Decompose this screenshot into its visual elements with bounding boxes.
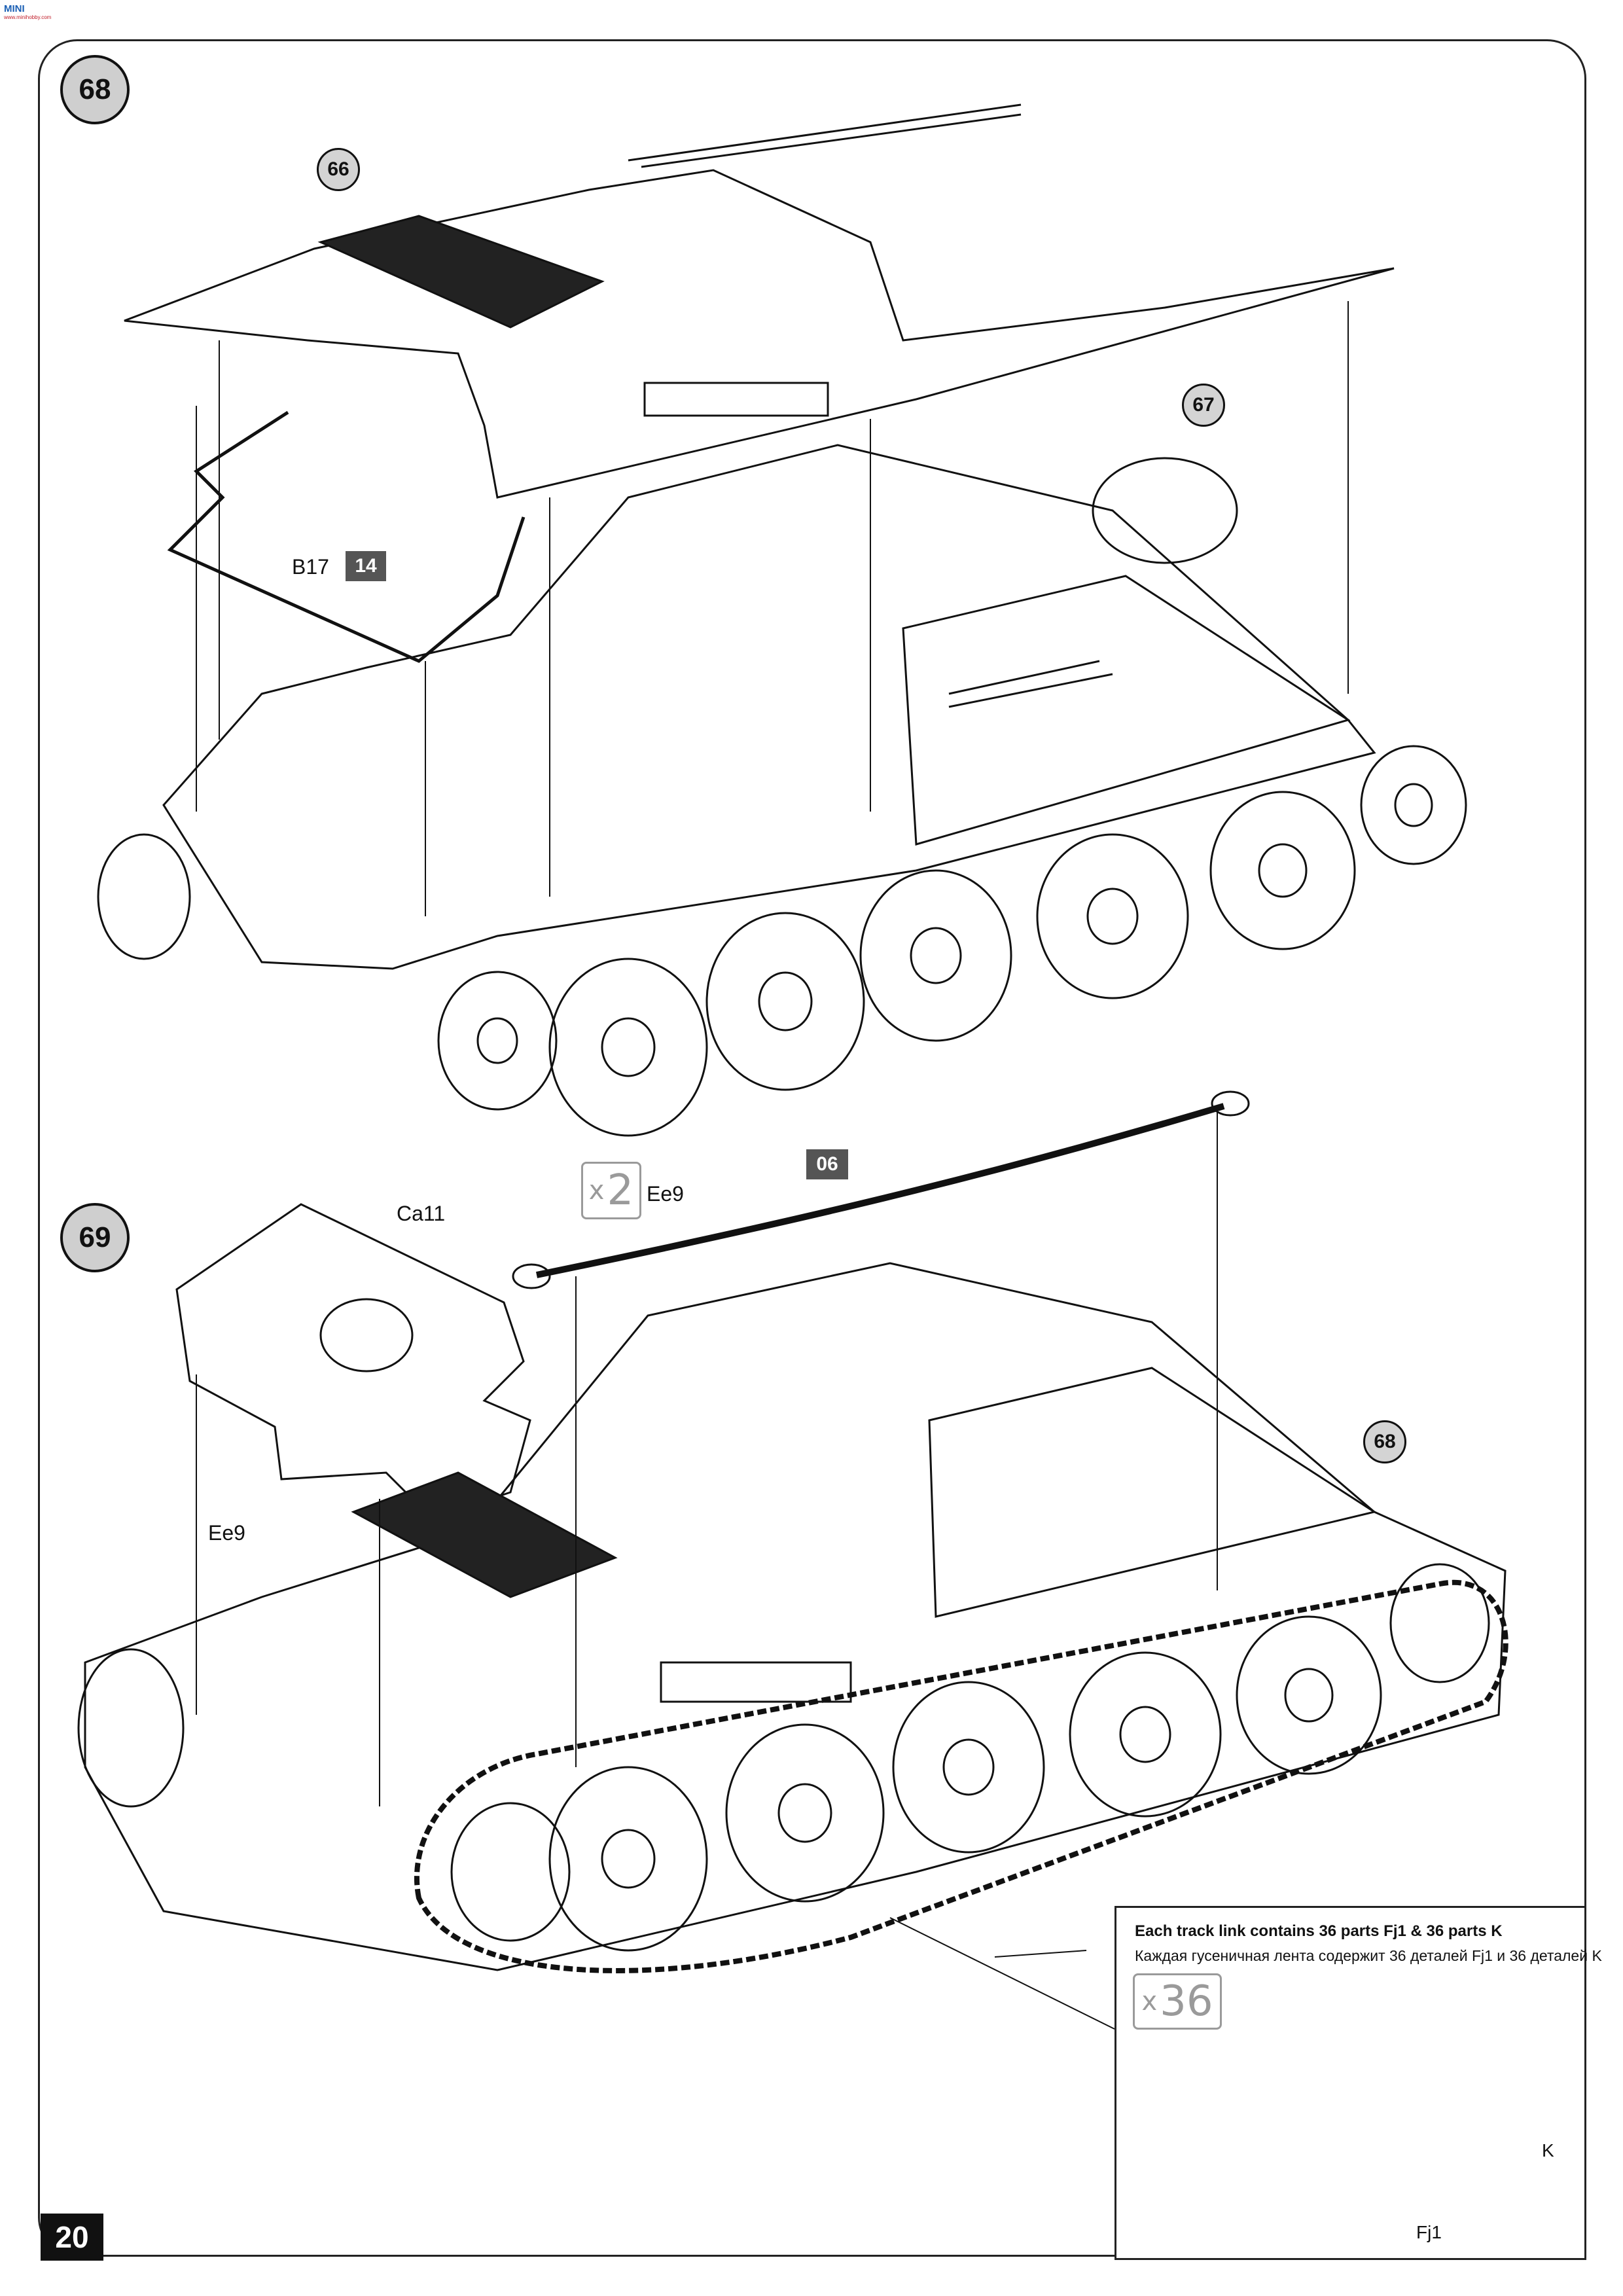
inset-title: Each track link contains 36 parts Fj1 & … (1135, 1922, 1503, 1940)
inset-multiplier-x36: x 36 (1133, 1973, 1222, 2030)
watermark-logo: MINI www.minihobby.com (4, 3, 52, 22)
inset-label-fj1: Fj1 (1416, 2222, 1442, 2242)
part-label-ee9-top: Ee9 (647, 1182, 684, 1206)
engine-grille (317, 215, 605, 329)
paint-code-06: 06 (806, 1149, 848, 1179)
watermark-text: MINI (4, 3, 25, 14)
part-label-ca11: Ca11 (397, 1202, 446, 1225)
engine-grille-69 (351, 1471, 618, 1598)
multiplier-x-symbol: x (588, 1175, 605, 1206)
inset-multiplier-x-symbol: x (1141, 1986, 1158, 2017)
upper-deck-part (124, 169, 1395, 499)
plate-ca11 (175, 1203, 531, 1520)
ref-part-67: 67 (1182, 384, 1225, 427)
inset-label-k: K (1542, 2140, 1554, 2161)
track-link-inset: Each track link contains 36 parts Fj1 & … (1115, 1906, 1602, 2260)
ref-part-66: 66 (317, 148, 360, 191)
road-wheels-69 (77, 1563, 1490, 1952)
road-wheels-68 (97, 745, 1467, 1137)
part-67-shape (1092, 457, 1238, 564)
page-number: 20 (41, 2214, 103, 2261)
track-run (414, 1579, 1508, 1973)
watermark-subtext: www.minihobby.com (4, 14, 52, 20)
multiplier-count: 2 (607, 1166, 634, 1215)
inset-subtitle: Каждая гусеничная лента содержит 36 дета… (1135, 1947, 1602, 1964)
ref-part-68: 68 (1363, 1420, 1406, 1463)
step-68-badge: 68 (60, 55, 130, 124)
paint-code-14: 14 (346, 551, 386, 581)
multiplier-x2: x 2 (581, 1162, 641, 1219)
step-69-badge: 69 (60, 1203, 130, 1272)
page-frame (38, 39, 1586, 2257)
tow-cable (535, 1103, 1225, 1278)
part-label-ee9-left: Ee9 (208, 1521, 245, 1545)
part-label-b17: B17 (292, 555, 329, 579)
assembly-arrows-68 (196, 301, 1349, 916)
frame-b17 (167, 410, 526, 663)
assembly-arrows-69 (196, 1113, 1218, 1806)
inset-multiplier-count: 36 (1160, 1977, 1213, 2026)
